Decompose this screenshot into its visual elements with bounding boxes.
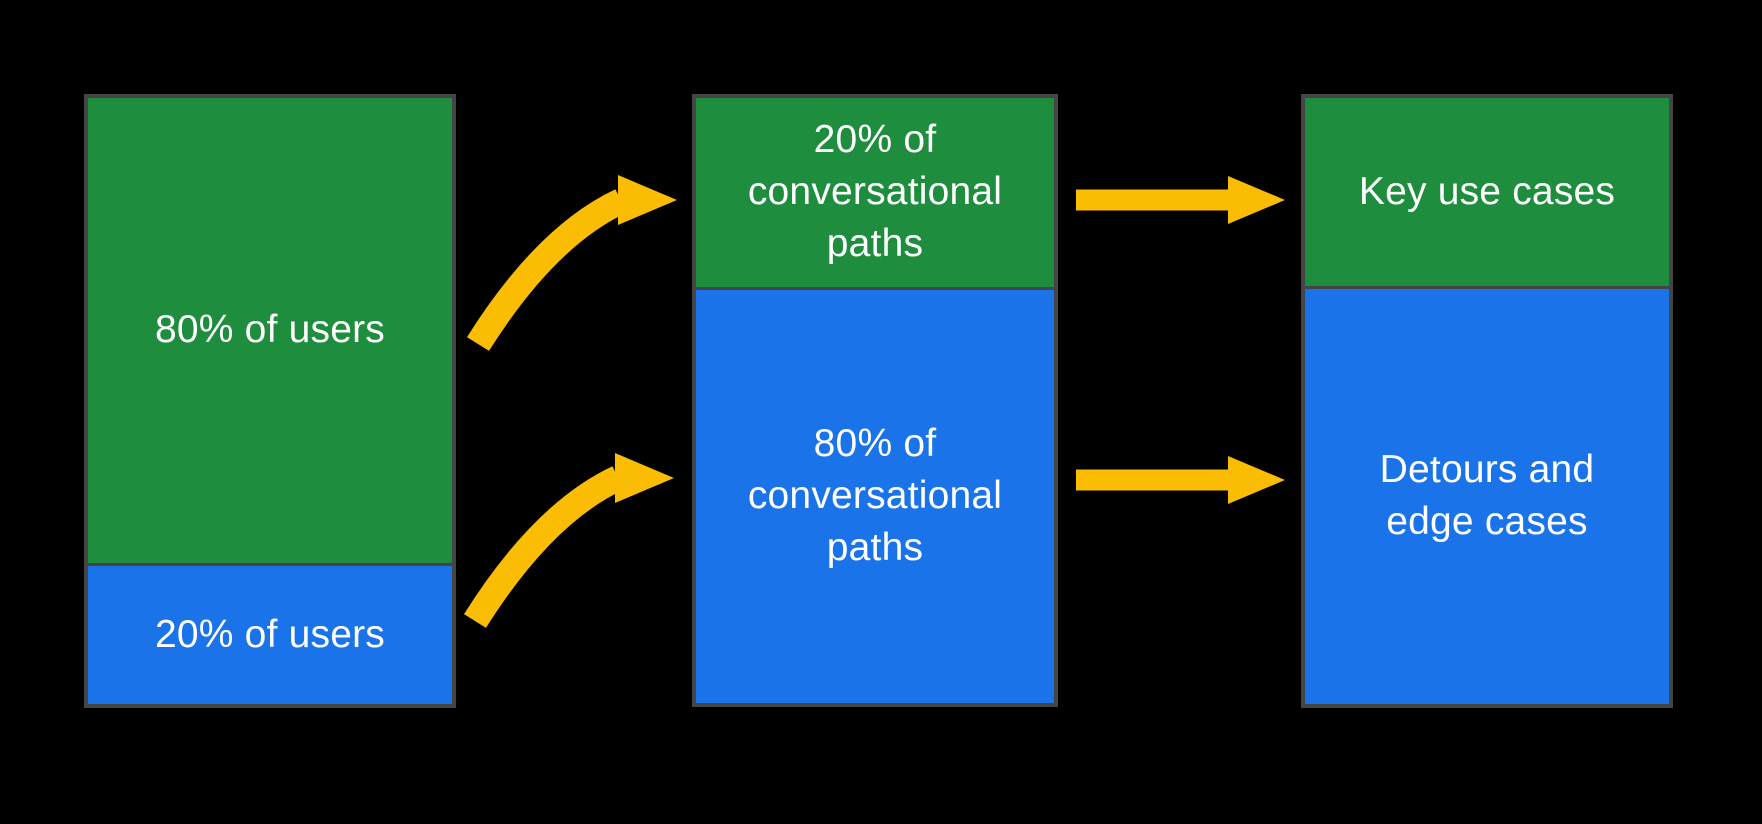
bar-segment-label: 20% of users [154, 612, 386, 656]
segment-users-20: 20% of users [88, 565, 452, 704]
curved-arrow-bottom [464, 453, 674, 628]
bar-segment-label: 20% of conversational paths [747, 118, 1003, 266]
bar-segment-label: Detours and edge cases [1379, 448, 1595, 544]
bar-segment-label: 80% of conversational paths [747, 422, 1003, 570]
stacked-bar-outcomes: Key use cases Detours and edge cases [1301, 94, 1673, 708]
stacked-bar-users: 80% of users 20% of users [84, 94, 456, 708]
straight-arrow-bottom [1076, 456, 1285, 504]
segment-paths-20: 20% of conversational paths [696, 98, 1054, 290]
curved-arrow-shaft [467, 189, 627, 351]
curved-arrow-shaft [464, 466, 624, 628]
segment-key-use-cases: Key use cases [1305, 98, 1669, 289]
segment-detours-edge-cases: Detours and edge cases [1305, 288, 1669, 704]
segment-users-80: 80% of users [88, 98, 452, 566]
arrowhead-icon [615, 453, 674, 503]
arrowhead-icon [1228, 456, 1285, 504]
straight-arrow-top [1076, 176, 1285, 224]
segment-paths-80: 80% of conversational paths [696, 289, 1054, 703]
curved-arrow-top [467, 175, 677, 351]
arrowhead-icon [618, 175, 677, 225]
bar-segment-label: 80% of users [154, 308, 386, 352]
stacked-bar-conversational-paths: 20% of conversational paths 80% of conve… [692, 94, 1058, 707]
arrowhead-icon [1228, 176, 1285, 224]
bar-segment-label: Key use cases [1358, 169, 1616, 213]
